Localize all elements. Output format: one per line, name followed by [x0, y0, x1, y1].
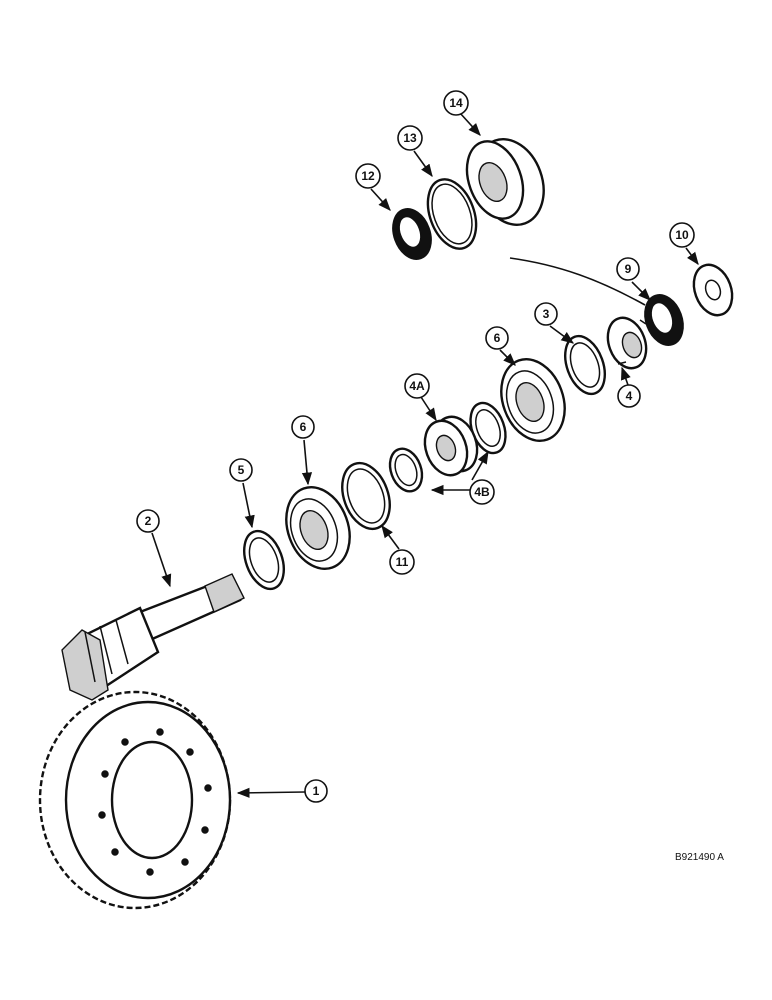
part-1-ring-gear	[38, 690, 232, 910]
callout-6-upper: 6	[485, 326, 509, 350]
svg-text:3: 3	[543, 307, 550, 321]
callout-14: 14	[443, 90, 469, 116]
part-3-lock-washer	[564, 334, 606, 396]
part-10-washer	[692, 263, 734, 317]
callout-13: 13	[397, 125, 423, 151]
callout-10: 10	[669, 222, 695, 248]
part-9-seal	[644, 294, 684, 346]
svg-text:12: 12	[361, 169, 375, 183]
figure-code: B921490 A	[675, 852, 724, 863]
callout-6-lower: 6	[291, 415, 315, 439]
callout-11: 11	[389, 549, 415, 575]
callout-4a: 4A	[404, 373, 430, 399]
callout-1: 1	[304, 779, 328, 803]
part-13-snap-ring	[426, 178, 478, 250]
callout-2: 2	[136, 509, 160, 533]
leader-lines	[151, 112, 699, 798]
callout-4: 4	[617, 384, 641, 408]
part-4b-spacer-lower	[388, 447, 424, 493]
svg-text:11: 11	[396, 555, 409, 569]
svg-text:6: 6	[300, 420, 307, 434]
callout-9: 9	[616, 257, 640, 281]
callout-5: 5	[229, 458, 253, 482]
svg-text:4A: 4A	[409, 379, 425, 393]
relocation-curve	[509, 257, 646, 306]
svg-text:4: 4	[626, 389, 633, 403]
part-4-slotted-nut	[606, 316, 648, 370]
svg-text:6: 6	[494, 331, 501, 345]
part-5-shim	[243, 529, 285, 591]
callout-12: 12	[355, 163, 381, 189]
part-12-seal	[392, 208, 432, 260]
svg-text:10: 10	[675, 228, 689, 242]
svg-text:14: 14	[449, 96, 463, 110]
callout-3: 3	[534, 302, 558, 326]
svg-text:13: 13	[403, 131, 417, 145]
svg-text:2: 2	[145, 514, 152, 528]
part-11-spacer	[341, 461, 391, 531]
svg-text:9: 9	[625, 262, 632, 276]
part-6-bearing-lower	[285, 486, 351, 570]
svg-text:5: 5	[238, 463, 245, 477]
part-2-pinion-shaft	[61, 573, 245, 701]
callout-4b: 4B	[469, 479, 495, 505]
part-4b-spacer-upper	[469, 401, 507, 455]
part-4a-collar	[423, 415, 479, 477]
part-6-bearing-upper	[500, 358, 566, 442]
svg-text:1: 1	[313, 784, 320, 798]
part-14-bearing-housing	[465, 138, 545, 226]
svg-text:4B: 4B	[474, 485, 490, 499]
